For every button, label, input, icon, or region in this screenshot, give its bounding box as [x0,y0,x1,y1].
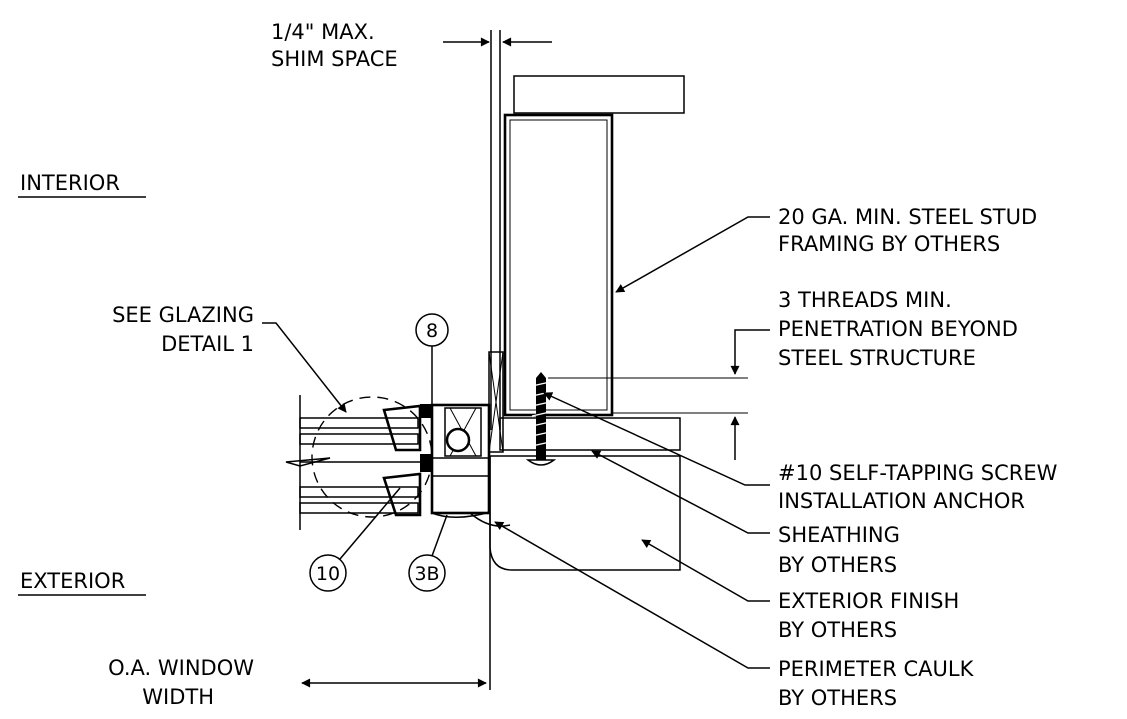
exterior-label: EXTERIOR [20,569,125,593]
callout-8 [415,313,449,404]
glazing-detail-circle [311,396,433,518]
leader-sheathing [591,450,770,534]
caulk-label-line1: PERIMETER CAULK [778,657,975,681]
sheathing-label-line2: BY OTHERS [778,553,897,577]
threads-dimension [548,329,770,460]
callout-10-text: 10 [316,563,340,585]
window-frame [420,403,511,527]
interior-label: INTERIOR [20,171,120,195]
exterior-finish [489,455,681,690]
stud-label-line2: FRAMING BY OTHERS [778,232,1000,256]
leader-caulk [494,521,770,669]
caulk-label-line2: BY OTHERS [778,686,897,710]
finish-label-line1: EXTERIOR FINISH [778,589,959,613]
callout-3b-text: 3B [414,563,439,585]
shim-label-line2: SHIM SPACE [271,47,398,71]
leader-screw [543,392,770,486]
screw-label-line1: #10 SELF-TAPPING SCREW [778,461,1058,485]
width-label-line1: O.A. WINDOW [108,656,254,680]
leader-steel-stud [615,216,770,293]
installation-screw [525,372,557,466]
shim-block [488,351,504,453]
shim-space-lines [443,30,552,430]
glazing-label-line2: DETAIL 1 [161,332,254,356]
glazing-label-line1: SEE GLAZING [112,303,254,327]
sheathing [499,417,681,451]
callout-8-text: 8 [426,320,438,342]
stud-label-line1: 20 GA. MIN. STEEL STUD [778,205,1037,229]
sheathing-label-line1: SHEATHING [778,523,900,547]
steel-stud [503,113,614,417]
leader-exterior-finish [641,539,770,602]
threads-label-line3: STEEL STRUCTURE [778,346,976,370]
threads-label-line1: 3 THREADS MIN. [778,288,952,312]
callout-10 [309,487,401,592]
concrete-header [513,75,685,114]
threads-label-line2: PENETRATION BEYOND [778,317,1018,341]
glazing-units [285,395,430,530]
finish-label-line2: BY OTHERS [778,618,897,642]
width-label-line2: WIDTH [142,685,214,709]
callout-3b [408,514,448,592]
shim-label-line1: 1/4" MAX. [271,20,375,44]
screw-label-line2: INSTALLATION ANCHOR [778,489,1025,513]
leader-glazing [262,322,347,413]
